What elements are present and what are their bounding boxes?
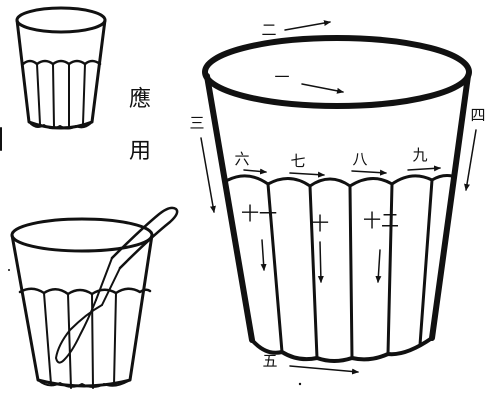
stroke-arrow-4	[464, 129, 477, 191]
stroke-arrow-1	[301, 83, 344, 94]
small-glass-icon	[15, 6, 107, 130]
print-speck	[298, 382, 302, 386]
stroke-label-3: 三	[189, 114, 204, 132]
stroke-arrow-5	[289, 365, 359, 375]
stroke-label-10: 十	[311, 214, 329, 235]
stroke-order-glass-icon	[202, 35, 472, 363]
stroke-label-7: 七	[290, 152, 305, 170]
stroke-label-8: 八	[352, 150, 367, 168]
stroke-label-9: 九	[412, 146, 427, 164]
stroke-annotations: 二 一 三 四 六 七 八 九 十一 十 十二 五	[189, 20, 486, 375]
stroke-label-5: 五	[262, 352, 277, 370]
stroke-arrow-2	[284, 20, 331, 31]
stroke-label-6: 六	[234, 150, 249, 168]
stroke-label-12: 十二	[363, 211, 399, 232]
stroke-label-11: 十一	[241, 204, 277, 225]
stroke-arrow-3	[200, 137, 216, 213]
side-label-line2: 用	[129, 139, 151, 164]
stroke-arrow-8	[351, 169, 387, 176]
stroke-arrow-6	[243, 168, 267, 175]
stroke-arrow-7	[289, 171, 325, 178]
stroke-arrow-12	[375, 249, 382, 283]
side-label-line1: 應	[129, 86, 151, 112]
glass-with-spoon-icon	[10, 206, 179, 389]
stroke-label-1: 一	[274, 68, 289, 86]
stroke-arrow-9	[407, 165, 441, 172]
stroke-label-4: 四	[470, 106, 485, 124]
stroke-arrow-11	[260, 239, 267, 271]
stroke-label-2: 二	[261, 21, 276, 39]
stroke-arrow-10	[317, 241, 324, 283]
print-speck	[8, 269, 10, 271]
